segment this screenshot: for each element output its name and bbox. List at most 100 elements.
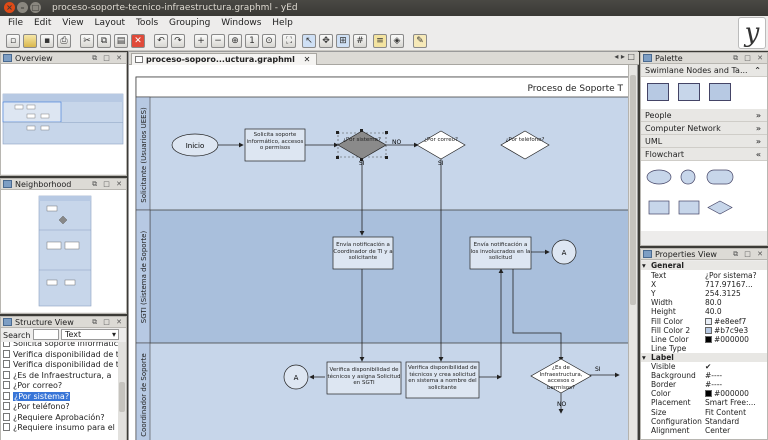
navigation-mode-icon[interactable]: ✥ — [319, 34, 333, 48]
canvas-vertical-scrollbar[interactable] — [628, 65, 637, 440]
property-row[interactable]: Text¿Por sistema? — [641, 271, 767, 280]
swimlane-table-shape-2[interactable] — [678, 83, 700, 101]
tab-scroll-arrows[interactable]: ◂ ▸ □ — [614, 52, 635, 61]
zoom-fit-icon[interactable]: ⊙ — [262, 34, 276, 48]
properties-group-general[interactable]: ▾ General — [641, 261, 767, 270]
structure-item[interactable]: ¿Requiere Aprobación? — [3, 412, 105, 423]
structure-item[interactable]: Verifica disponibilidad de t — [3, 349, 119, 360]
maximize-window-button[interactable]: □ — [30, 2, 41, 13]
node-envia-notificacion-coordinador[interactable]: Envía notificación a Coordinador de TI y… — [332, 236, 394, 270]
property-value[interactable]: #000000 — [705, 335, 767, 344]
close-window-button[interactable]: × — [4, 2, 15, 13]
node-verifica-asigna[interactable]: Verifica disponibilidad de técnicos y as… — [326, 361, 402, 395]
property-value[interactable]: Standard — [705, 417, 767, 426]
menu-view[interactable]: View — [62, 18, 84, 28]
edit-mode-icon[interactable]: ↖ — [302, 34, 316, 48]
property-value[interactable]: Smart Free:... — [705, 398, 767, 407]
structure-search-mode-select[interactable]: Text ▾ — [61, 329, 119, 340]
panel-window-buttons[interactable]: ⧉ □ ✕ — [92, 180, 124, 188]
delete-icon[interactable]: ✕ — [131, 34, 145, 48]
palette-section-computer-network[interactable]: Computer Network» — [641, 122, 767, 135]
property-value[interactable]: Fit Content — [705, 408, 767, 417]
palette-section-uml[interactable]: UML» — [641, 135, 767, 148]
property-row[interactable]: Line Type — [641, 344, 767, 353]
panel-window-buttons[interactable]: ⧉ □ ✕ — [733, 54, 765, 62]
structure-item[interactable]: Solicita soporte informatico — [3, 342, 119, 349]
property-row[interactable]: Visible✔ — [641, 362, 767, 371]
node-por-telefono[interactable]: ¿Por teléfono? — [500, 130, 550, 160]
grid-icon[interactable]: # — [353, 34, 367, 48]
palette-section-people[interactable]: People» — [641, 109, 767, 122]
properties-group-label[interactable]: ▾Label — [641, 352, 767, 362]
property-value[interactable]: #---- — [705, 371, 767, 380]
zoom-selection-icon[interactable]: ⊕ — [228, 34, 242, 48]
zoom-in-icon[interactable]: + — [194, 34, 208, 48]
property-value[interactable]: #000000 — [705, 389, 767, 398]
document-tab[interactable]: proceso-soporo...uctura.graphml ✕ — [131, 53, 318, 65]
property-row[interactable]: Background#---- — [641, 371, 767, 380]
structure-item[interactable]: ¿Es de Infraestructura, a — [3, 370, 111, 381]
menu-edit[interactable]: Edit — [33, 18, 52, 28]
flowchart-shapes[interactable] — [641, 161, 767, 231]
neighborhood-graph[interactable] — [1, 190, 126, 312]
node-connector-a-sgti[interactable]: A — [551, 239, 577, 265]
node-envia-notificacion-involucrados[interactable]: Envía notificación a los involucrados en… — [469, 236, 532, 270]
menu-tools[interactable]: Tools — [135, 18, 159, 28]
property-value[interactable]: ¿Por sistema? — [705, 271, 767, 280]
structure-scroll-thumb[interactable] — [119, 382, 125, 412]
property-value[interactable]: 40.0 — [705, 307, 767, 316]
lane-sgti[interactable] — [149, 209, 629, 344]
redo-icon[interactable]: ↷ — [171, 34, 185, 48]
minimize-window-button[interactable]: – — [17, 2, 28, 13]
menu-grouping[interactable]: Grouping — [169, 18, 211, 28]
properties-icon[interactable]: ≡ — [373, 34, 387, 48]
menu-file[interactable]: File — [8, 18, 24, 28]
new-document-icon[interactable]: ▫ — [6, 34, 20, 48]
property-value[interactable]: Center — [705, 426, 767, 435]
group-icon[interactable]: ◈ — [390, 34, 404, 48]
lane-header-coordinador[interactable] — [135, 342, 151, 440]
node-por-sistema[interactable]: ¿Por sistema? — [336, 129, 388, 161]
property-row[interactable]: Line Color#000000 — [641, 335, 767, 344]
structure-item[interactable]: ¿Por correo? — [3, 381, 62, 391]
property-value[interactable]: #---- — [705, 380, 767, 389]
structure-item[interactable]: ¿Requiere insumo para el — [3, 423, 115, 433]
node-es-infraestructura[interactable]: ¿Es de Infraestructura, accesos o permis… — [530, 358, 592, 394]
panel-window-buttons[interactable]: ⧉ □ ✕ — [733, 250, 765, 258]
property-value[interactable]: 254.3125 — [705, 289, 767, 298]
undo-icon[interactable]: ↶ — [154, 34, 168, 48]
node-verifica-crea[interactable]: Verifica disponibilidad de técnicos y cr… — [405, 361, 480, 399]
palette-section-swimlane[interactable]: Swimlane Nodes and Ta... ⌃ — [641, 64, 767, 77]
diagram-canvas[interactable]: Proceso de Soporte T Solicitante (Usuari… — [129, 65, 629, 440]
property-value[interactable]: #b7c9e3 — [705, 326, 767, 335]
layout-wizard-icon[interactable]: ✎ — [413, 34, 427, 48]
property-row[interactable]: Fill Color#e8eef7 — [641, 317, 767, 326]
node-connector-a-coordinador[interactable]: A — [283, 364, 309, 390]
zoom-out-icon[interactable]: − — [211, 34, 225, 48]
zoom-actual-icon[interactable]: 1 — [245, 34, 259, 48]
palette-section-flowchart[interactable]: Flowchart« — [641, 148, 767, 161]
node-por-correo[interactable]: ¿Por correo? — [416, 130, 466, 160]
save-icon[interactable]: ▪ — [40, 34, 54, 48]
copy-icon[interactable]: ⧉ — [97, 34, 111, 48]
close-tab-icon[interactable]: ✕ — [303, 55, 311, 64]
swimlane-table-shape-3[interactable] — [709, 83, 731, 101]
node-inicio[interactable]: Inicio — [171, 133, 219, 157]
property-row[interactable]: Border#---- — [641, 380, 767, 389]
fit-content-icon[interactable]: ⛶ — [282, 34, 296, 48]
structure-search-input[interactable] — [33, 329, 59, 340]
menu-layout[interactable]: Layout — [94, 18, 126, 28]
panel-window-buttons[interactable]: ⧉ □ ✕ — [92, 54, 124, 62]
property-value[interactable]: ✔ — [705, 362, 767, 371]
swimlane-table-shape-1[interactable] — [647, 83, 669, 101]
property-value[interactable]: #e8eef7 — [705, 317, 767, 326]
structure-item[interactable]: ¿Por teléfono? — [3, 402, 70, 412]
property-row[interactable]: Fill Color 2#b7c9e3 — [641, 326, 767, 335]
print-icon[interactable]: ⎙ — [57, 34, 71, 48]
